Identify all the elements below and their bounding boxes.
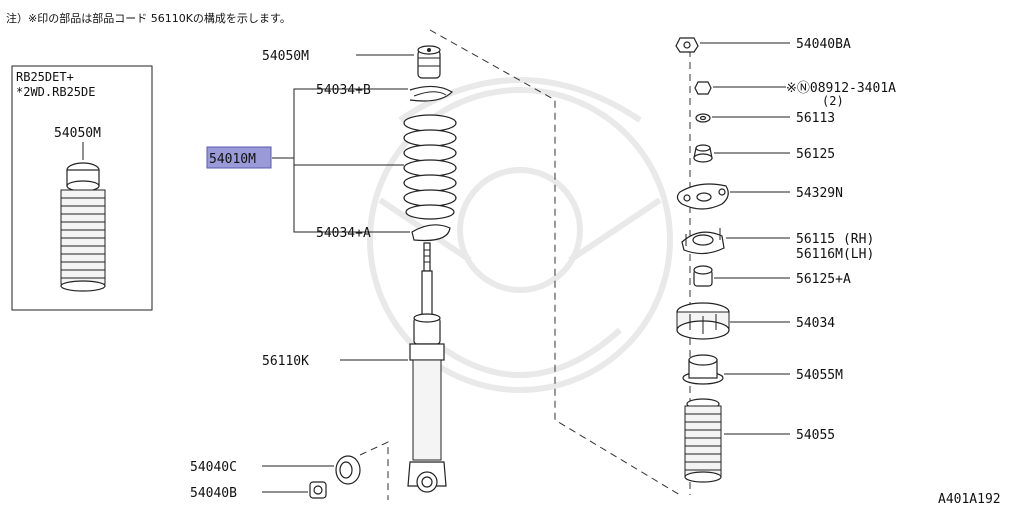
label-nut-ba[interactable]: 54040BA (796, 37, 851, 52)
inset-part-label[interactable]: 54050M (54, 126, 101, 141)
assembly-outline (429, 29, 681, 496)
inset-boot-icon (60, 162, 106, 292)
label-nut-code[interactable]: ※Ⓝ08912-3401A (786, 81, 896, 96)
label-bump-stop[interactable]: 54050M (262, 49, 309, 64)
bracket-54329n[interactable] (676, 183, 729, 210)
header-note: 注）※印の部品は部品コード 56110Kの構成を示します。 (6, 11, 291, 25)
diagram-code: A401A192 (938, 492, 1001, 507)
nut-08912[interactable] (694, 81, 712, 95)
washer-guide (359, 441, 389, 500)
label-boot[interactable]: 54055 (796, 428, 835, 443)
nut-54040ba[interactable] (675, 37, 699, 53)
label-upper-seat[interactable]: 54034+B (316, 83, 371, 98)
label-bushing-56125[interactable]: 56125 (796, 147, 835, 162)
bushing-56125a[interactable] (693, 265, 713, 287)
shock-absorber[interactable] (407, 242, 447, 493)
upper-spring-seat[interactable] (409, 85, 453, 102)
mount-56115[interactable] (681, 228, 725, 255)
label-spring-highlighted[interactable]: 54010M (209, 152, 256, 167)
lower-spring-seat[interactable] (411, 224, 451, 242)
washer-54040c[interactable] (335, 455, 361, 485)
nut-54040b[interactable] (309, 481, 327, 499)
inset-line2: *2WD.RB25DE (16, 85, 95, 99)
label-lower-seat[interactable]: 54034+A (316, 226, 371, 241)
label-nut-qty: (2) (822, 94, 844, 108)
label-mount-rh[interactable]: 56115 (RH) (796, 232, 874, 247)
label-washer-56113[interactable]: 56113 (796, 111, 835, 126)
label-mount-lh[interactable]: 56116M(LH) (796, 247, 874, 262)
boot-54055[interactable] (684, 398, 722, 483)
inset-line1: RB25DET+ (16, 70, 74, 84)
label-nut-b[interactable]: 54040B (190, 486, 237, 501)
bushing-56125[interactable] (693, 144, 713, 163)
label-seat-54055m[interactable]: 54055M (796, 368, 843, 383)
label-bumper[interactable]: 54034 (796, 316, 835, 331)
label-washer-c[interactable]: 54040C (190, 460, 237, 475)
bumper-54034[interactable] (676, 302, 730, 340)
coil-spring[interactable] (403, 114, 457, 220)
label-bracket[interactable]: 54329N (796, 186, 843, 201)
label-shock[interactable]: 56110K (262, 354, 309, 369)
inset-box: RB25DET+ *2WD.RB25DE 54050M (11, 65, 153, 311)
seat-54055m[interactable] (682, 354, 724, 385)
bump-stop-part[interactable] (417, 45, 441, 79)
washer-56113[interactable] (695, 113, 711, 123)
label-bushing-56125a[interactable]: 56125+A (796, 272, 851, 287)
highlight-box (206, 146, 272, 169)
